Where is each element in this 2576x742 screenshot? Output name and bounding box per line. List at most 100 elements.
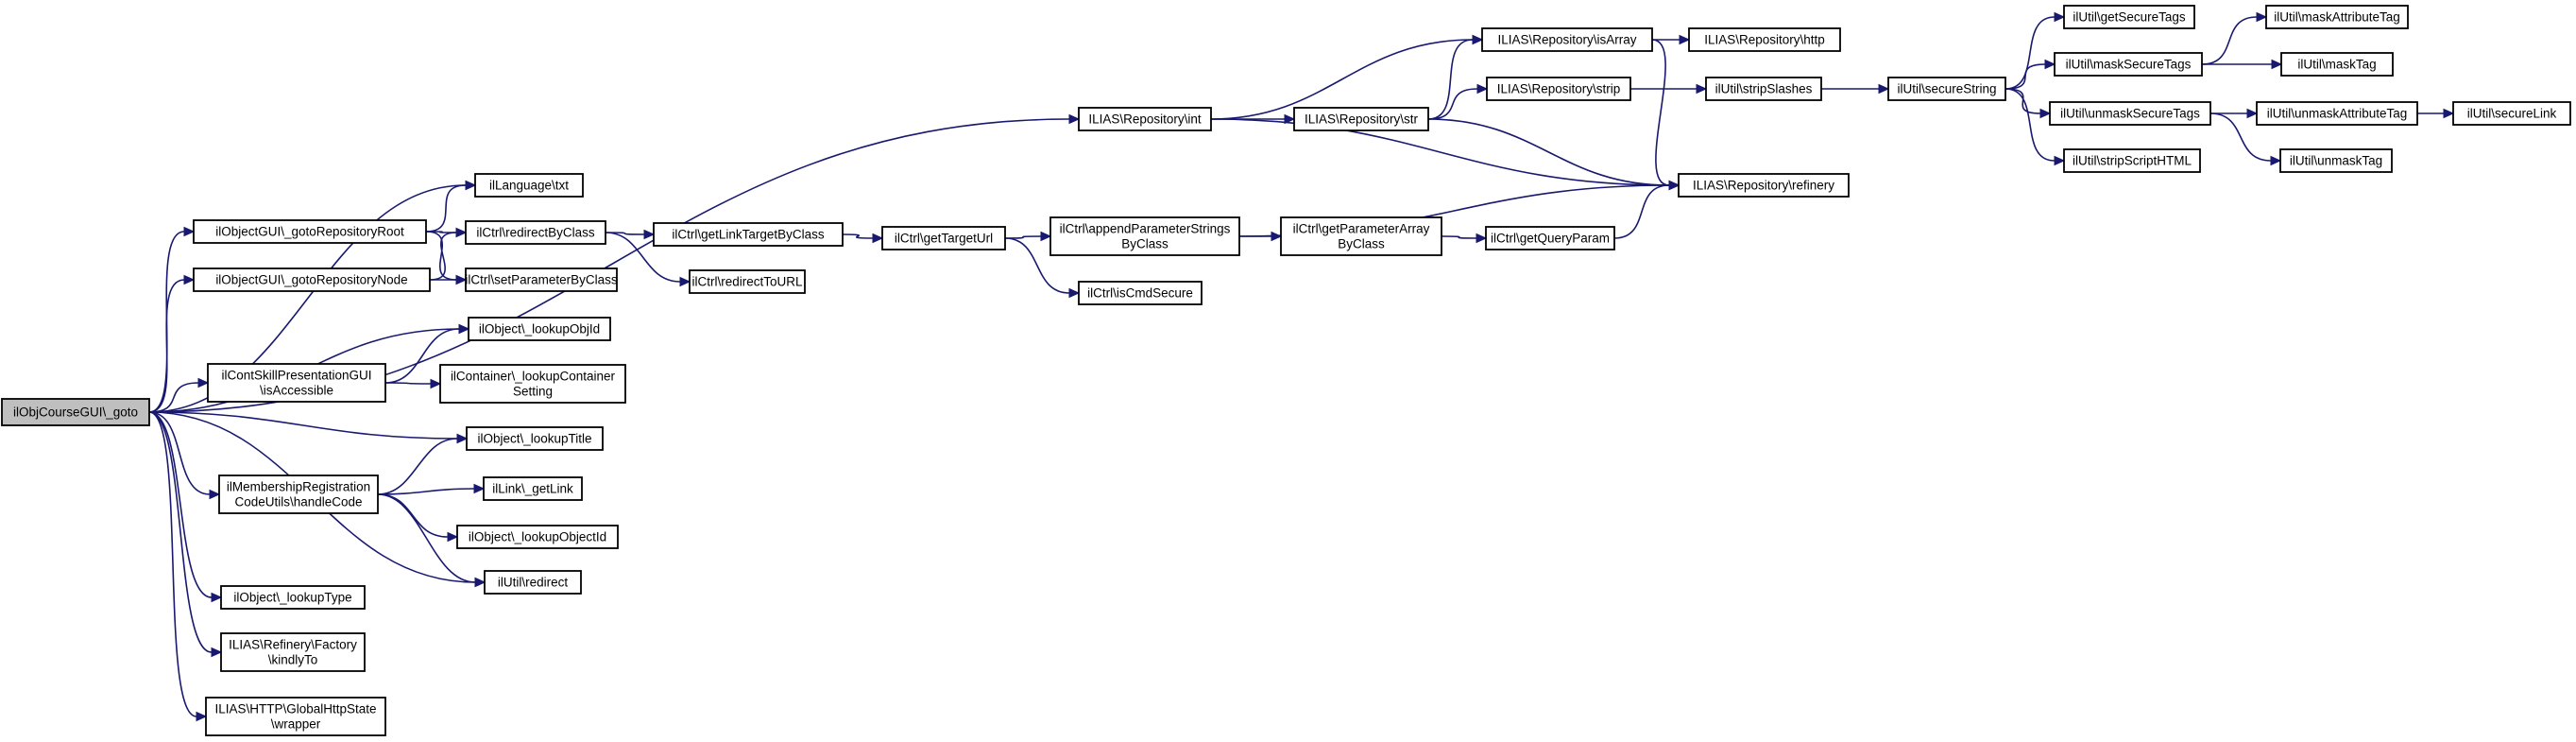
edge-n26-to-n30 (2202, 59, 2283, 70)
node-label: ILIAS\Repository\http (1704, 33, 1825, 47)
edge-line (377, 493, 476, 583)
node-ilobject-lookupobjectid[interactable]: ilObject\_lookupObjectId (456, 525, 619, 549)
edge-arrowhead (458, 323, 470, 335)
edge-arrowhead (643, 229, 656, 240)
node-ilobject-lookuptype[interactable]: ilObject\_lookupType (220, 585, 366, 610)
node-ilias-repository-refinery[interactable]: ILIAS\Repository\refinery (1678, 173, 1850, 198)
edge-arrowhead (1068, 287, 1081, 299)
node-label: ilUtil\stripSlashes (1715, 82, 1813, 96)
node-ilctrl-setparameterbyclass[interactable]: ilCtrl\setParameterByClass (465, 267, 618, 292)
node-ilias-repository-int[interactable]: ILIAS\Repository\int (1078, 107, 1212, 131)
edge-line (605, 232, 645, 235)
edge-line (1613, 184, 1670, 239)
edge-n23-to-n24 (1821, 83, 1890, 95)
edge-n0-to-n11 (148, 411, 223, 658)
node-box (456, 525, 619, 549)
node-ilobjectgui-gotorepositoryroot[interactable]: ilObjectGUI\_gotoRepositoryRoot (193, 219, 427, 244)
edge-n1-to-n20 (1210, 118, 1680, 191)
edge-n19-to-n18 (1427, 34, 1484, 120)
node-ilobjectgui-gotorepositorynode[interactable]: ilObjectGUI\_gotoRepositoryNode (193, 267, 431, 292)
edge-n19-to-n22 (1427, 83, 1489, 120)
node-ilmembershipregistrationcodeutils-handlecode[interactable]: ilMembershipRegistrationCodeUtils\handle… (218, 475, 379, 514)
edge-n8-to-n9 (377, 493, 486, 588)
edge-arrowhead (872, 233, 884, 244)
node-box (474, 173, 584, 198)
edge-line (2201, 16, 2258, 65)
node-ilutil-getsecuretags[interactable]: ilUtil\getSecureTags (2063, 5, 2195, 29)
edge-n40-to-n20 (1613, 180, 1680, 239)
node-box (468, 317, 611, 341)
edge-line (1210, 118, 1670, 186)
node-illanguage-txt[interactable]: ilLanguage\txt (474, 173, 584, 198)
edge-n24-to-n26 (2005, 59, 2056, 90)
node-box (1280, 216, 1442, 256)
node-box (653, 222, 844, 247)
edge-arrowhead (455, 227, 468, 238)
edge-line (2005, 88, 2056, 162)
node-ilias-http-globalhttpstate-wrapper[interactable]: ILIAS\HTTP\GlobalHttpState\wrapper (205, 697, 386, 736)
node-ilutil-redirect[interactable]: ilUtil\redirect (484, 570, 582, 595)
node-ilctrl-redirecttourl[interactable]: ilCtrl\redirectToURL (689, 269, 806, 294)
node-ilias-repository-strip[interactable]: ILIAS\Repository\strip (1486, 77, 1631, 101)
edge-arrowhead (2054, 155, 2066, 166)
node-ilutil-maskattributetag[interactable]: ilUtil\maskAttributeTag (2265, 5, 2409, 29)
node-ilctrl-redirectbyclass[interactable]: ilCtrl\redirectByClass (465, 220, 606, 245)
node-ilutil-masktag[interactable]: ilUtil\maskTag (2280, 52, 2394, 77)
node-label: ilCtrl\setParameterByClass (465, 273, 618, 287)
edge-n0-to-n8 (148, 411, 221, 500)
edge-arrowhead (456, 433, 469, 444)
node-ilobject-lookupobjid[interactable]: ilObject\_lookupObjId (468, 317, 611, 341)
node-ilctrl-gettargeturl[interactable]: ilCtrl\getTargetUrl (881, 226, 1006, 250)
node-label: ilUtil\unmaskSecureTags (2060, 107, 2200, 121)
edge-line (384, 382, 432, 385)
node-box (1078, 107, 1212, 131)
node-box (439, 364, 626, 404)
node-ilutil-unmasksecuretags[interactable]: ilUtil\unmaskSecureTags (2049, 101, 2211, 126)
edge-line (1004, 237, 1070, 294)
node-ilutil-securelink[interactable]: ilUtil\secureLink (2452, 101, 2571, 126)
node-illink-getlink[interactable]: ilLink\_getLink (483, 476, 583, 501)
node-label: ByClass (1338, 237, 1385, 251)
edge-n13-to-n34 (605, 229, 656, 240)
node-box (465, 220, 606, 245)
node-ilutil-masksecuretags[interactable]: ilUtil\maskSecureTags (2054, 52, 2203, 77)
node-box (207, 363, 386, 403)
edge-line (148, 411, 211, 495)
node-label: ilUtil\unmaskTag (2290, 154, 2382, 168)
node-ilutil-stripslashes[interactable]: ilUtil\stripSlashes (1705, 77, 1822, 101)
node-label: ilUtil\getSecureTags (2073, 10, 2186, 25)
edge-n3-to-n14 (425, 231, 468, 285)
node-label: ILIAS\HTTP\GlobalHttpState (214, 702, 376, 716)
node-ilias-repository-http[interactable]: ILIAS\Repository\http (1688, 27, 1841, 52)
edge-n0-to-n6 (148, 377, 210, 413)
node-ilctrl-iscmdsecure[interactable]: ilCtrl\isCmdSecure (1078, 281, 1203, 305)
node-ilcontskillpresentationgui-isaccessible[interactable]: ilContSkillPresentationGUI\isAccessible (207, 363, 386, 403)
node-ilutil-unmasktag[interactable]: ilUtil\unmaskTag (2279, 148, 2393, 173)
node-ilobjcoursegui-goto[interactable]: ilObjCourseGUI\_goto (1, 398, 150, 426)
edge-line (148, 411, 197, 717)
node-ilctrl-getlinktargetbyclass[interactable]: ilCtrl\getLinkTargetByClass (653, 222, 844, 247)
node-ilctrl-getqueryparam[interactable]: ilCtrl\getQueryParam (1485, 226, 1615, 250)
edge-arrowhead (2270, 155, 2282, 166)
node-label: ilCtrl\getParameterArray (1293, 222, 1430, 236)
node-ilutil-stripscripthtml[interactable]: ilUtil\stripScriptHTML (2063, 148, 2201, 173)
node-ilias-repository-isarray[interactable]: ILIAS\Repository\isArray (1481, 27, 1653, 52)
node-ilias-refinery-factory-kindlyto[interactable]: ILIAS\Refinery\Factory\kindlyTo (220, 632, 366, 672)
edge-line (377, 488, 475, 495)
node-ilobject-lookuptitle[interactable]: ilObject\_lookupTitle (466, 426, 604, 451)
node-ilutil-securestring[interactable]: ilUtil\secureString (1887, 77, 2006, 101)
node-ilutil-unmaskattributetag[interactable]: ilUtil\unmaskAttributeTag (2256, 101, 2418, 126)
node-label: ilCtrl\appendParameterStrings (1060, 222, 1231, 236)
node-label: ilObjCourseGUI\_goto (13, 406, 138, 420)
edge-arrowhead (1668, 180, 1680, 191)
edge-line (425, 184, 467, 233)
node-ilias-repository-str[interactable]: ILIAS\Repository\str (1293, 107, 1429, 131)
edge-n6-to-n5 (384, 323, 470, 384)
node-label: ilUtil\secureString (1897, 82, 1996, 96)
node-label: ilCtrl\getLinkTargetByClass (672, 228, 825, 242)
edge-line (2005, 88, 2041, 114)
